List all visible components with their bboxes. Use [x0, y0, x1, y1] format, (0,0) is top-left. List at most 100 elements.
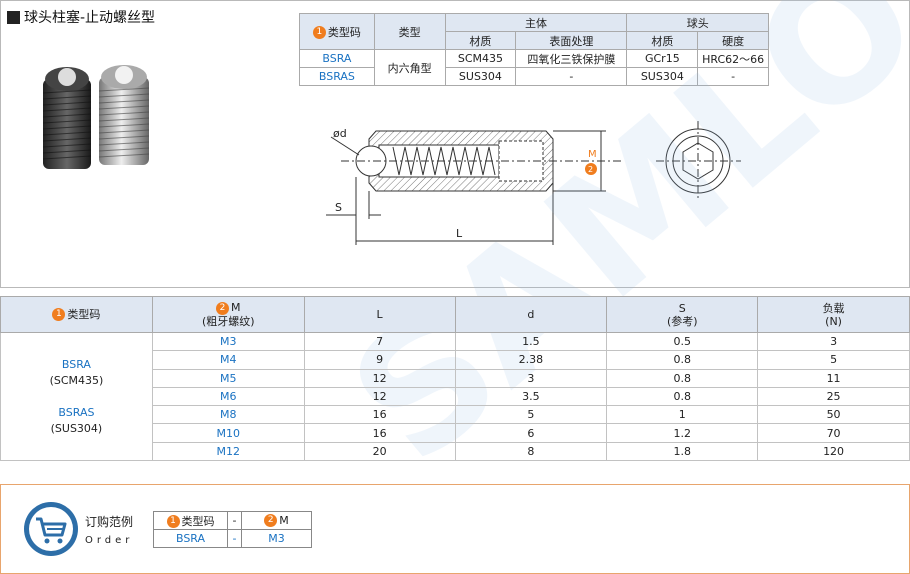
table-row: BSRA (SCM435) BSRAS (SUS304) M3 7 1.5 0.… — [0, 331, 910, 462]
section-view: ød S L 2 M — [326, 127, 621, 245]
spec-type: 内六角型 — [373, 49, 446, 86]
size-load: 11 — [757, 368, 910, 388]
size-header-load: 负载(N) — [757, 296, 910, 333]
badge-one-icon: 1 — [312, 26, 326, 39]
size-s: 0.8 — [606, 350, 759, 370]
size-s: 0.5 — [606, 331, 759, 352]
size-header-s: S(参考) — [606, 296, 759, 333]
model-material: (SCM435) — [49, 373, 104, 387]
size-l: 16 — [303, 423, 456, 443]
spec-ball-material: GCr15 — [626, 49, 699, 68]
order-m-value: M3 — [241, 529, 312, 548]
table-row: M12 20 8 1.8 120 — [1, 441, 910, 462]
order-header-dash: - — [227, 511, 242, 530]
size-m: M3 — [151, 331, 305, 352]
size-load: 3 — [757, 331, 910, 352]
spec-material: SCM435 — [444, 49, 517, 68]
size-load: 5 — [757, 350, 910, 370]
size-m: M8 — [151, 405, 305, 425]
size-l: 9 — [303, 350, 456, 370]
size-l: 12 — [303, 368, 456, 388]
spec-model: BSRAS — [299, 67, 375, 86]
size-s: 1.8 — [606, 441, 759, 462]
spec-hardness: - — [697, 67, 769, 86]
size-m: M4 — [151, 350, 305, 370]
size-load: 120 — [757, 441, 910, 462]
order-label-cn: 订购范例 — [85, 515, 134, 529]
diameter-label: ød — [333, 127, 347, 140]
size-model-cell: BSRA (SCM435) BSRAS (SUS304) — [0, 331, 153, 462]
model-code: BSRAS — [58, 405, 95, 419]
size-d: 3.5 — [454, 386, 608, 407]
size-m: M10 — [151, 423, 305, 443]
order-dash-value: - — [227, 529, 242, 548]
size-d: 6 — [454, 423, 608, 443]
size-s: 1.2 — [606, 423, 759, 443]
size-load: 25 — [757, 386, 910, 407]
product-photo — [42, 65, 150, 169]
spec-surface: 四氧化三铁保护膜 — [515, 49, 628, 68]
spec-header-body: 主体 — [444, 13, 628, 32]
spec-header-surface: 表面处理 — [515, 31, 628, 50]
badge-two-icon: 2 — [216, 301, 230, 315]
badge-two-icon: 2 — [264, 514, 278, 528]
size-load: 70 — [757, 423, 910, 443]
spec-model: BSRA — [299, 49, 375, 68]
spec-material: SUS304 — [444, 67, 517, 86]
size-m: M12 — [151, 441, 305, 462]
size-m: M6 — [151, 386, 305, 407]
size-d: 8 — [454, 441, 608, 462]
spec-row: BSRAS SUS304 - SUS304 - — [299, 67, 769, 86]
spec-row: BSRA 内六角型 SCM435 四氧化三铁保护膜 GCr15 HRC62～66 — [299, 49, 769, 86]
size-header-l: L — [303, 296, 456, 333]
size-header-d: d — [454, 296, 608, 333]
spec-hardness: HRC62～66 — [697, 49, 769, 68]
spec-ball-material: SUS304 — [626, 67, 699, 86]
size-l: 20 — [303, 441, 456, 462]
size-l: 12 — [303, 386, 456, 407]
order-label-en: Order — [85, 535, 134, 546]
s-dim-label: S — [335, 201, 342, 214]
size-d: 5 — [454, 405, 608, 425]
spec-header-hardness: 硬度 — [697, 31, 769, 50]
size-s: 0.8 — [606, 368, 759, 388]
size-d: 2.38 — [454, 350, 608, 370]
size-l: 16 — [303, 405, 456, 425]
size-s: 1 — [606, 405, 759, 425]
order-model-value: BSRA — [153, 529, 228, 548]
spec-header-ball: 球头 — [626, 13, 769, 32]
model-code: BSRA — [61, 357, 91, 371]
shopping-cart-icon — [24, 502, 78, 556]
size-m: M5 — [151, 368, 305, 388]
badge-two-icon: 2 — [588, 165, 593, 174]
size-d: 3 — [454, 368, 608, 388]
m-dim-label: M — [588, 149, 597, 160]
order-label: 订购范例 Order — [85, 513, 133, 546]
size-s: 0.8 — [606, 386, 759, 407]
spec-header-type: 类型 — [373, 13, 446, 50]
spec-surface: - — [515, 67, 628, 86]
spec-header-ball-material: 材质 — [626, 31, 699, 50]
size-l: 7 — [303, 331, 456, 352]
l-dim-label: L — [456, 227, 463, 240]
technical-drawing: ød S L 2 M — [326, 121, 741, 245]
badge-one-icon: 1 — [166, 515, 180, 528]
title-square-icon — [7, 10, 20, 24]
page-title: 球头柱塞-止动螺丝型 — [7, 7, 155, 27]
badge-one-icon: 1 — [52, 308, 66, 322]
model-material: (SUS304) — [50, 421, 103, 435]
end-view — [656, 121, 741, 201]
size-d: 1.5 — [454, 331, 608, 352]
spec-header-material: 材质 — [444, 31, 517, 50]
size-load: 50 — [757, 405, 910, 425]
